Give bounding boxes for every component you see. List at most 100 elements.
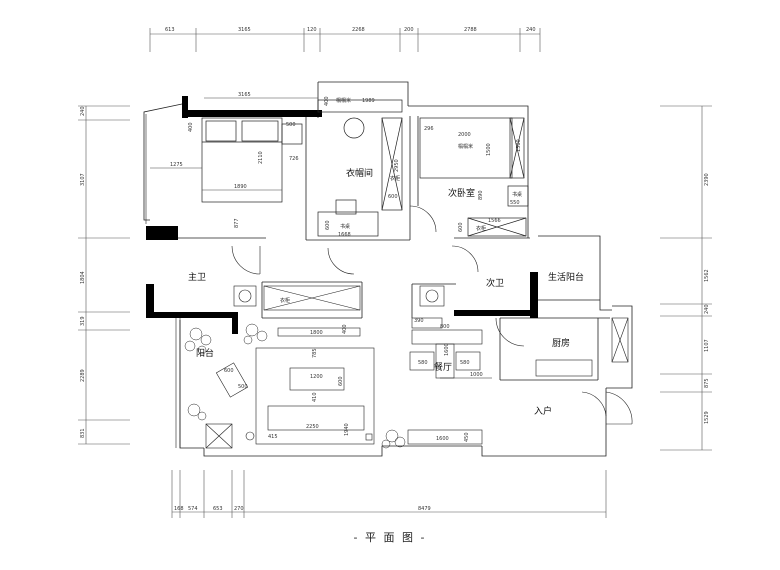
dim-bottom-3: 653 (213, 506, 223, 512)
dim-right-2: 1562 (704, 269, 710, 282)
kitchen-texts: 生活阳台 厨房 入户 (534, 271, 584, 417)
dim-top-2: 3165 (238, 27, 251, 33)
plant-icon (243, 323, 268, 345)
second-bedroom-furniture[interactable] (419, 117, 529, 237)
bath-fixtures[interactable] (233, 285, 445, 311)
dim-296: 296 (424, 126, 434, 132)
bottom-dimension-texts: 168 574 653 270 8479 (174, 506, 431, 512)
dim-bottom-5: 8479 (418, 506, 431, 512)
bottom-dimension-chain (171, 470, 607, 518)
dim-2000: 2000 (458, 132, 471, 138)
room-second-bedroom: 次卧室 (448, 187, 475, 199)
dim-500: 500 (286, 122, 296, 128)
dim-top-1: 613 (165, 27, 175, 33)
dim-top-7: 240 (526, 27, 536, 33)
label-wardrobe-cloak: 衣柜 (390, 175, 400, 182)
dim-bottom-2: 574 (188, 506, 198, 512)
dim-600-d: 600 (338, 376, 344, 386)
dim-left-5: 2289 (80, 369, 86, 382)
dim-1890: 1890 (234, 184, 247, 190)
right-dimension-texts: 2390 1562 240 1107 875 1529 (704, 173, 710, 424)
living-furniture[interactable] (255, 327, 483, 445)
dim-550: 550 (510, 200, 520, 206)
dim-1989: 1989 (362, 98, 375, 104)
dim-580-b: 580 (460, 360, 470, 366)
thin-walls (143, 81, 633, 457)
second-bedroom-texts: 296 2000 榻榻米 1500 1500 次卧室 890 书桌 550 15… (424, 126, 522, 232)
dim-right-6: 1529 (704, 411, 710, 424)
dim-600-a: 600 (388, 194, 398, 200)
left-dimension-chain (78, 105, 130, 445)
drawing-title: - 平 面 图 - (353, 531, 427, 544)
cloakroom-texts: 榻榻米 1989 400 衣帽间 衣柜 2950 600 600 书桌 1668 (324, 96, 400, 238)
dim-1600: 1600 (436, 436, 449, 442)
room-entrance: 入户 (534, 405, 552, 417)
dim-1800: 1800 (310, 330, 323, 336)
living-texts: 1800 400 785 1200 600 410 1940 2250 1600… (268, 324, 470, 442)
dim-1600-v: 1600 (444, 343, 450, 356)
plant-icon (381, 429, 406, 449)
dining-furniture[interactable] (409, 317, 492, 379)
dim-580-a: 580 (418, 360, 428, 366)
dim-left-1: 240 (80, 106, 86, 116)
top-dimension-chain (149, 28, 541, 52)
left-dimension-texts: 240 3107 1804 319 2289 831 (80, 106, 86, 438)
dim-1275: 1275 (170, 162, 183, 168)
dining-texts: 390 800 580 580 1600 餐厅 1000 (414, 318, 483, 378)
plant-icon (187, 403, 207, 421)
dim-726: 726 (289, 156, 299, 162)
dim-600-c: 600 (458, 222, 464, 232)
dim-1566: 1566 (488, 218, 501, 224)
dim-800: 800 (440, 324, 450, 330)
dim-400-c: 400 (342, 324, 348, 334)
dim-1668: 1668 (338, 232, 351, 238)
dim-left-3: 1804 (80, 271, 86, 284)
dim-right-1: 2390 (704, 173, 710, 186)
dim-600-b: 600 (325, 220, 331, 230)
dim-left-2: 3107 (80, 173, 86, 186)
dim-bottom-4: 270 (234, 506, 244, 512)
room-second-bath: 次卫 (486, 277, 504, 289)
thick-walls[interactable] (146, 96, 538, 334)
room-master-bath: 主卫 (188, 271, 206, 283)
balcony-furniture[interactable] (205, 362, 373, 449)
label-wardrobe-bedroom: 衣柜 (476, 225, 486, 232)
dim-right-5: 875 (704, 378, 710, 388)
room-cloakroom: 衣帽间 (346, 167, 373, 179)
dim-top-5: 200 (404, 27, 414, 33)
label-wardrobe-hall: 衣柜 (280, 297, 290, 304)
dim-2110: 2110 (258, 151, 264, 164)
doors[interactable] (231, 205, 633, 425)
dim-1500-b: 1500 (516, 139, 522, 152)
label-tatami-top: 榻榻米 (336, 97, 351, 104)
dim-415: 415 (268, 434, 278, 440)
dim-390: 390 (414, 318, 424, 324)
dim-785: 785 (312, 348, 318, 358)
dim-410: 410 (312, 392, 318, 402)
dim-500-b: 500 (238, 384, 248, 390)
dim-3165-inner: 3165 (238, 92, 251, 98)
bath-texts: 主卫 衣柜 次卫 (188, 271, 504, 304)
dim-left-6: 831 (80, 428, 86, 438)
dim-top-4: 2268 (352, 27, 365, 33)
dim-top-6: 2788 (464, 27, 477, 33)
kitchen-fixtures[interactable] (535, 317, 629, 377)
dim-right-3: 240 (704, 304, 710, 314)
dim-400-b: 400 (324, 96, 330, 106)
top-dimension-texts: 613 3165 120 2268 200 2788 240 (165, 27, 536, 33)
master-bedroom-dims: 3165 400 500 1275 2110 726 1890 877 (150, 92, 318, 228)
dim-bottom-1: 168 (174, 506, 184, 512)
dim-2950: 2950 (394, 159, 400, 172)
dim-1000: 1000 (470, 372, 483, 378)
dim-600-e: 600 (224, 368, 234, 374)
dim-top-3: 120 (307, 27, 317, 33)
room-utility-balcony: 生活阳台 (548, 271, 584, 283)
dim-1200: 1200 (310, 374, 323, 380)
master-bed[interactable] (201, 117, 303, 203)
cloakroom-furniture[interactable] (317, 99, 403, 237)
dim-right-4: 1107 (704, 339, 710, 352)
dim-450: 450 (464, 432, 470, 442)
plant-icon (184, 327, 212, 355)
dim-400: 400 (188, 122, 194, 132)
